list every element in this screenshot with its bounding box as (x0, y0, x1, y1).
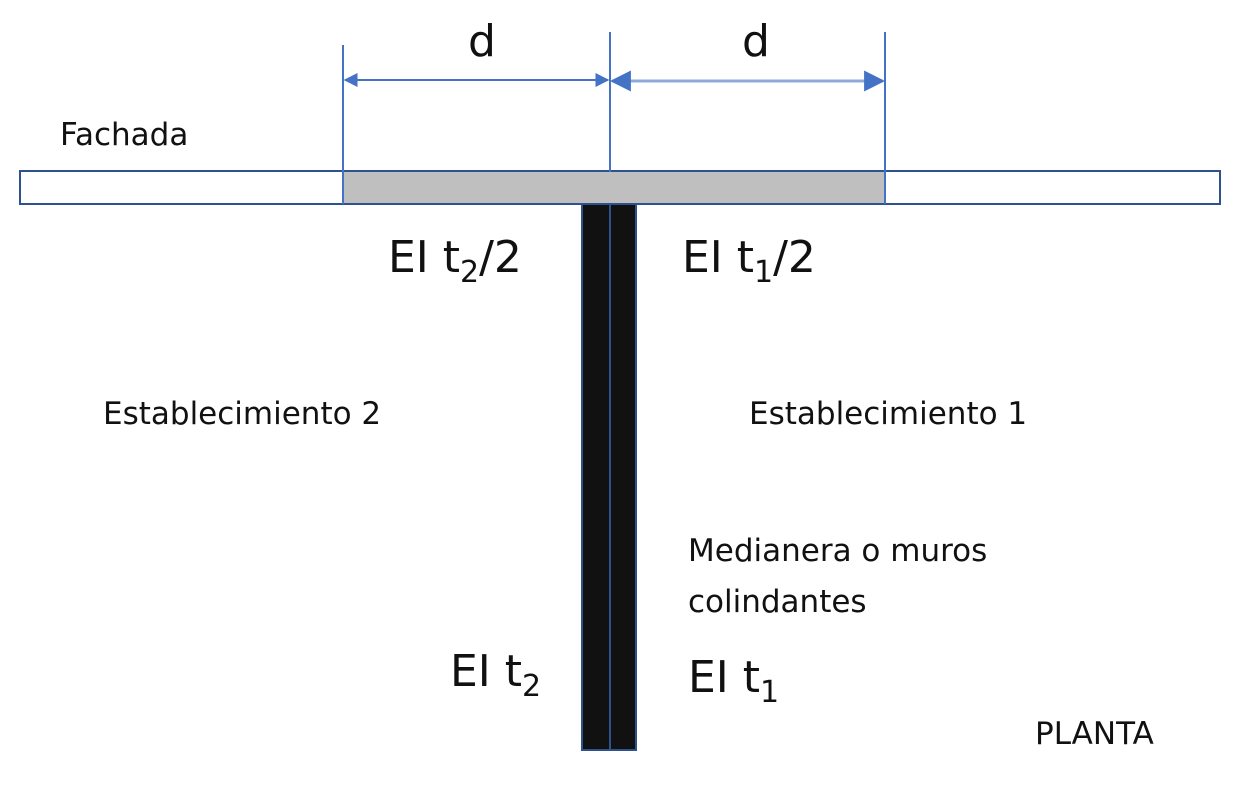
ei-t1-label: EI t1 (688, 652, 779, 710)
facade-label: Fachada (60, 117, 188, 153)
dimension-label-left: d (468, 16, 496, 67)
view-label-plan: PLANTA (1035, 716, 1154, 752)
party-wall-establishment-1 (609, 203, 637, 751)
party-wall-label-line1: Medianera o muros (688, 533, 987, 569)
establishment-1-label: Establecimiento 1 (749, 396, 1027, 432)
ei-t2-label: EI t2 (450, 646, 541, 704)
protected-facade-zone (343, 172, 885, 203)
ei-t1-half-label: EI t1/2 (682, 232, 816, 290)
party-wall-establishment-2 (581, 203, 611, 751)
dimension-label-right: d (742, 16, 770, 67)
ei-t2-half-label: EI t2/2 (388, 232, 522, 290)
party-wall-label-line2: colindantes (688, 584, 867, 620)
establishment-2-label: Establecimiento 2 (103, 396, 381, 432)
